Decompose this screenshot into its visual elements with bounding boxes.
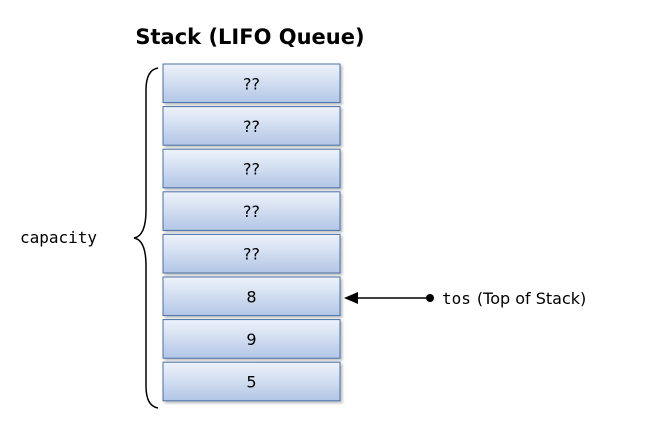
tos-description: (Top of Stack) [477,289,586,308]
diagram-title: Stack (LIFO Queue) [135,25,364,49]
tos-dot [426,294,434,302]
stack-cell-value: ?? [243,74,260,93]
stack-cell-value: 9 [246,330,256,349]
stack-cell-value: ?? [243,202,260,221]
tos-label: tos (Top of Stack) [442,289,586,308]
stack-cell [162,63,341,104]
stack-cell [162,191,341,231]
stack-cell-value: ?? [243,117,260,136]
capacity-brace [133,67,159,409]
stack-cell [162,148,341,189]
stack-cell-value: 8 [246,287,256,306]
capacity-label: capacity [20,228,97,247]
stack-cell-value: ?? [243,245,260,264]
tos-arrowhead [344,292,358,304]
stack-cell [162,276,341,317]
stack-cell-value: ?? [243,160,260,179]
stack-cell-value: 5 [246,373,256,392]
stack-cell [162,361,341,402]
tos-code: tos [442,289,471,308]
stack-cell [162,233,341,274]
stack-cells: ?????????? 8 9 5 [162,63,341,402]
stack-cell [162,106,341,146]
stack-cell [162,319,341,359]
tos-pointer: tos (Top of Stack) [344,289,586,308]
